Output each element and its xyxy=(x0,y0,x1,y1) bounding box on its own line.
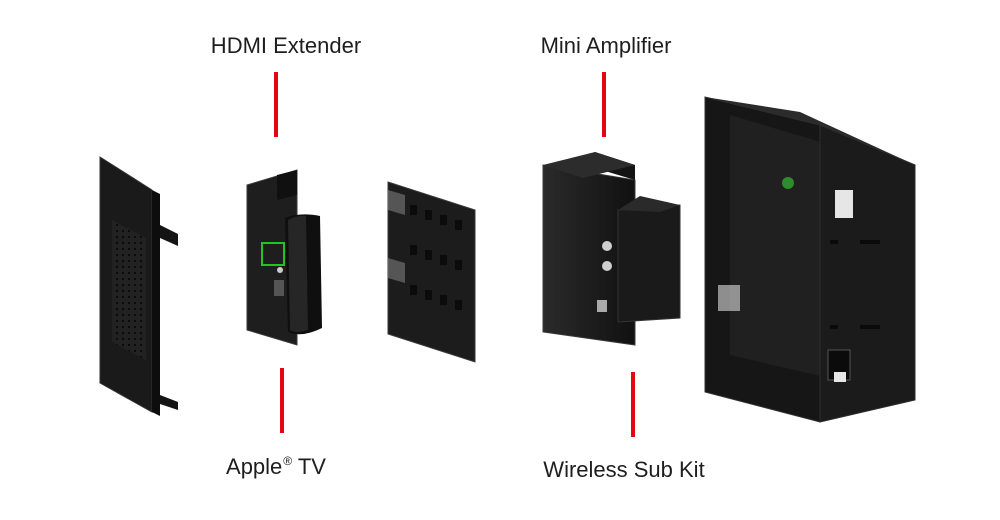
label-hdmi-extender: HDMI Extender xyxy=(210,33,362,58)
in-wall-enclosure xyxy=(704,96,916,423)
registered-mark: ® xyxy=(283,454,293,468)
leader-wireless-sub-kit xyxy=(631,372,635,437)
wireless-sub-kit-box xyxy=(617,196,681,323)
label-mini-amplifier: Mini Amplifier xyxy=(540,33,672,58)
leader-mini-amplifier xyxy=(602,72,606,137)
label-apple-tv: Apple® TV xyxy=(226,454,326,480)
apple-tv-name: Apple xyxy=(226,454,283,479)
front-cover-plate xyxy=(99,156,178,416)
label-wireless-sub-kit: Wireless Sub Kit xyxy=(543,457,705,482)
leader-hdmi-extender xyxy=(274,72,278,137)
hdmi-extender-bracket xyxy=(246,169,298,346)
mounting-plate xyxy=(387,181,476,363)
apple-tv-suffix: TV xyxy=(292,454,326,479)
leader-apple-tv xyxy=(280,368,284,433)
apple-tv-box xyxy=(285,214,322,335)
mini-amplifier-unit xyxy=(542,152,636,346)
